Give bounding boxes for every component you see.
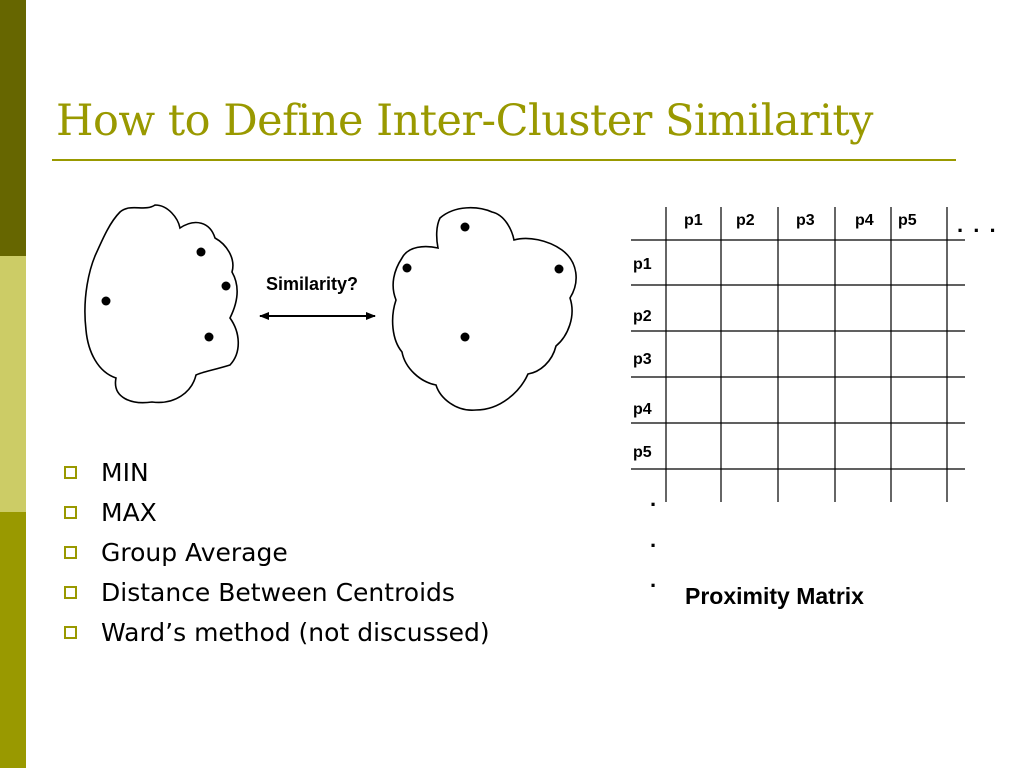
more-columns-ellipsis: . . . — [957, 212, 998, 237]
matrix-column-header: p4 — [855, 212, 874, 229]
proximity-matrix-grid — [631, 207, 965, 502]
bullet-list: MIN MAX Group Average Distance Between C… — [62, 452, 490, 652]
data-point — [204, 332, 214, 342]
bullet-square-icon — [64, 545, 77, 559]
data-point — [460, 332, 470, 342]
left-cluster-shape — [84, 204, 240, 404]
matrix-row-header: p3 — [633, 351, 652, 368]
bullet-square-icon — [64, 465, 77, 479]
bullet-item: MAX — [62, 492, 490, 532]
bullet-item: Distance Between Centroids — [62, 572, 490, 612]
side-bar-middle — [0, 256, 26, 512]
bullet-text: MIN — [101, 457, 149, 487]
right-cluster-shape — [391, 207, 577, 411]
matrix-caption: Proximity Matrix — [685, 583, 864, 609]
slide-title: How to Define Inter-Cluster Similarity — [56, 96, 873, 146]
matrix-column-header: p2 — [736, 212, 755, 229]
more-rows-dot: . — [650, 486, 657, 511]
matrix-row-header: p5 — [633, 444, 652, 461]
data-point — [196, 247, 206, 257]
bullet-text: Ward’s method (not discussed) — [101, 617, 490, 647]
data-point — [402, 263, 412, 273]
similarity-label: Similarity? — [266, 274, 359, 294]
matrix-column-header: p1 — [684, 212, 703, 229]
more-rows-dot: . — [650, 527, 657, 552]
data-point — [221, 281, 231, 291]
more-rows-dot: . — [650, 567, 657, 592]
side-bar-top — [0, 0, 26, 256]
bullet-item: Group Average — [62, 532, 490, 572]
data-point — [101, 296, 111, 306]
matrix-column-header: p5 — [898, 212, 917, 229]
bullet-text: Group Average — [101, 537, 288, 567]
matrix-row-header: p4 — [633, 401, 652, 418]
bullet-square-icon — [64, 625, 77, 639]
matrix-row-header: p1 — [633, 256, 652, 273]
bullet-text: Distance Between Centroids — [101, 577, 455, 607]
bullet-item: Ward’s method (not discussed) — [62, 612, 490, 652]
matrix-row-header: p2 — [633, 308, 652, 325]
title-underline — [52, 159, 956, 161]
matrix-column-header: p3 — [796, 212, 815, 229]
data-point — [460, 222, 470, 232]
bullet-text: MAX — [101, 497, 157, 527]
bullet-square-icon — [64, 505, 77, 519]
bullet-square-icon — [64, 585, 77, 599]
bullet-item: MIN — [62, 452, 490, 492]
data-point — [554, 264, 564, 274]
side-bar-bottom — [0, 512, 26, 768]
